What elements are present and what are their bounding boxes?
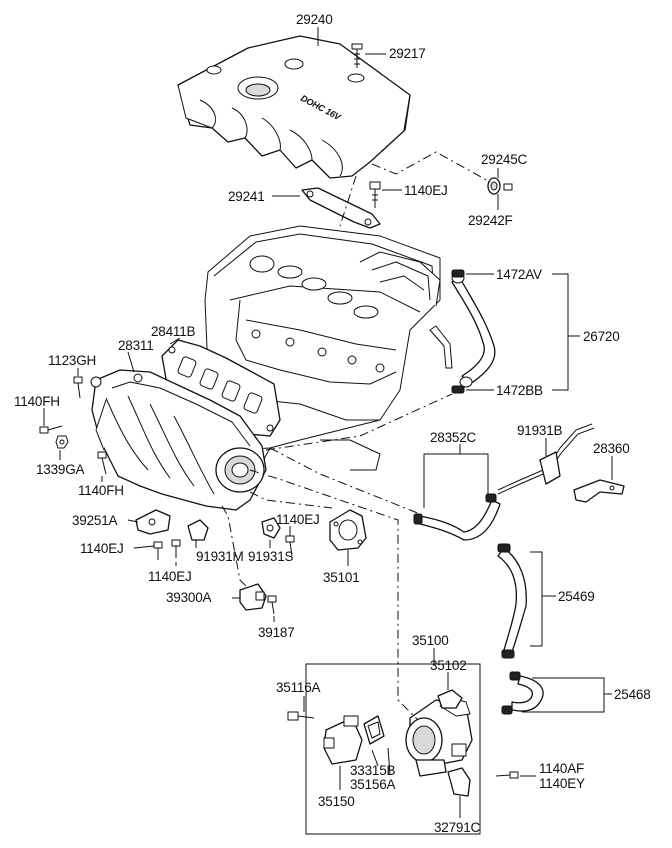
bolt-1140fh-left [39,425,63,434]
bolt-1140ej-top [369,181,381,208]
leader-lines [43,27,613,818]
label-91931s: 91931S [248,549,294,564]
label-1339ga: 1339GA [36,462,85,477]
label-33315b: 33315B [350,763,396,778]
label-25468: 25468 [614,687,651,702]
label-91931m: 91931M [196,549,244,564]
throttle-body-35100 [287,663,519,835]
sensor-39300a [239,583,267,611]
label-25469: 25469 [558,589,595,604]
label-29242f: 29242F [468,213,513,228]
label-28311: 28311 [118,338,154,353]
label-1140ey: 1140EY [539,776,585,791]
label-39300a: 39300A [166,590,212,605]
label-29217: 29217 [389,46,426,61]
bracket-39251a [135,509,171,535]
label-35100: 35100 [412,633,449,648]
bracket-28360 [573,479,625,503]
label-1140ej-lower: 1140EJ [148,569,192,584]
bolt-39187 [267,595,277,615]
label-35150: 35150 [318,794,355,809]
intake-gasket-28411b [161,339,281,437]
bolt-1140fh-lower [97,451,107,475]
label-1472bb: 1472BB [496,383,543,398]
clip-91931s [261,517,281,539]
label-32791c: 32791C [434,820,481,835]
hose-25469 [497,543,527,659]
pipe-91931b [497,423,595,495]
hose-25468 [501,671,544,715]
label-26720: 26720 [583,329,620,344]
nut-1339ga [55,435,69,449]
hose-26720 [451,272,496,388]
label-39187: 39187 [258,625,295,640]
label-35156a: 35156A [350,777,396,792]
label-35101: 35101 [323,570,360,585]
bolt-29217 [351,43,363,68]
label-1140fh-bottom: 1140FH [78,483,124,498]
label-29240: 29240 [296,12,333,27]
label-1140fh-top: 1140FH [14,394,60,409]
bracket-29241 [301,187,381,229]
hose-28352c [413,493,501,541]
bolt-1140ej-lower [171,539,181,558]
bolt-1123gh [73,376,83,399]
clip-91931m [187,519,209,541]
label-1140ej-right: 1140EJ [276,512,320,527]
bolt-1140ej-left [153,541,163,560]
engine-cover: DOHC 16V [177,35,411,179]
throttle-gasket-35101 [329,509,367,551]
part-labels: 29240 29217 29245C 29241 1140EJ 29242F 1… [14,12,651,835]
label-1140ej-left: 1140EJ [80,541,124,556]
label-28411b: 28411B [151,324,196,339]
label-1140ej-top: 1140EJ [404,183,448,198]
label-29241: 29241 [228,189,265,204]
label-1123gh: 1123GH [48,353,96,368]
intake-manifold-28311 [90,369,267,511]
label-35102: 35102 [430,658,467,673]
label-28360: 28360 [593,441,630,456]
label-1140af: 1140AF [539,761,584,776]
clamp-1472av [451,269,465,278]
clamp-1472bb [451,385,465,394]
grommet-29242f [487,177,513,195]
label-39251a: 39251A [72,513,118,528]
label-28352c: 28352C [430,430,477,445]
label-91931b: 91931B [517,423,563,438]
label-1472av: 1472AV [496,267,542,282]
label-35116a: 35116A [276,680,321,695]
label-29245c: 29245C [481,152,528,167]
